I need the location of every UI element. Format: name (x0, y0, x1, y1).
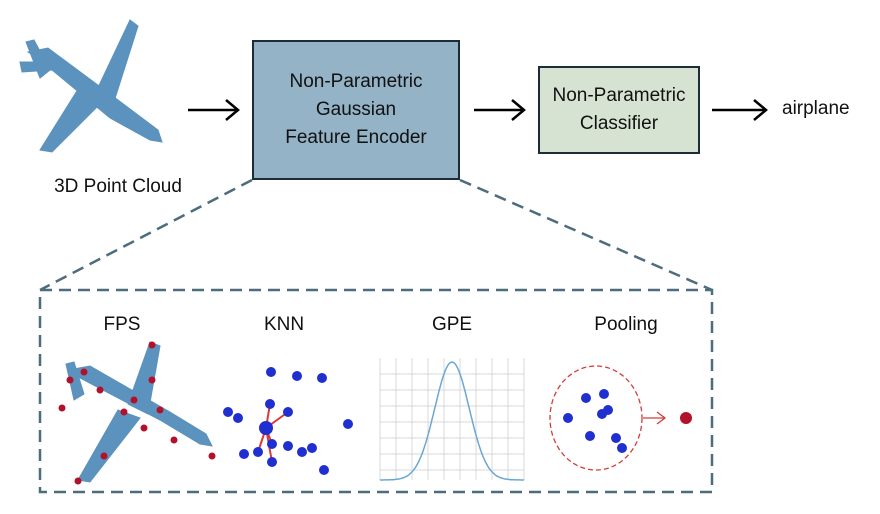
feature-encoder-box: Non-Parametric Gaussian Feature Encoder (252, 40, 460, 180)
output-label: airplane (782, 98, 850, 119)
input-label: 3D Point Cloud (54, 176, 182, 197)
arrow-cloud-to-encoder (188, 99, 240, 121)
step-label-pooling: Pooling (594, 314, 658, 335)
airplane-fps-icon (58, 341, 216, 485)
classifier-box: Non-Parametric Classifier (538, 66, 700, 154)
knn-cluster-icon (223, 367, 353, 475)
pooling-icon (549, 365, 692, 471)
zoom-lines (39, 178, 713, 292)
step-label-fps: FPS (103, 314, 141, 335)
gaussian-curve-icon (379, 358, 525, 481)
step-label-gpe: GPE (431, 314, 473, 335)
airplane-point-cloud-icon (19, 19, 163, 153)
arrow-classifier-to-output (712, 99, 768, 121)
step-label-knn: KNN (263, 314, 305, 335)
arrow-encoder-to-classifier (474, 99, 526, 121)
